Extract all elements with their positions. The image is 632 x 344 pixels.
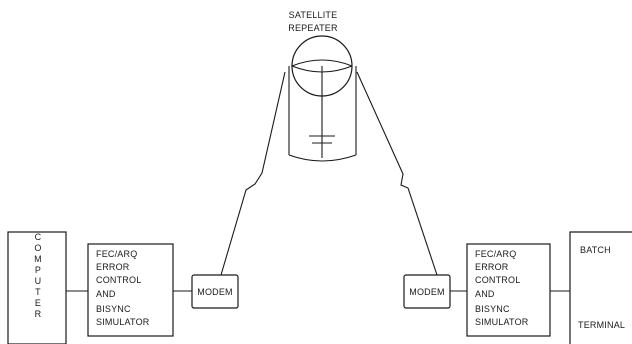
computer-letter: T	[35, 287, 41, 297]
batch-terminal: BATCH TERMINAL	[570, 232, 632, 344]
modem-left-label: MODEM	[197, 287, 233, 297]
fec-right-line: AND	[475, 289, 495, 299]
satellite-title-line2: REPEATER	[288, 23, 338, 33]
computer-letter: P	[35, 265, 41, 275]
terminal-line2: TERMINAL	[578, 320, 625, 330]
modem-right: MODEM	[404, 275, 450, 308]
computer-letter: E	[35, 298, 41, 308]
fec-arq-right: FEC/ARQ ERROR CONTROL AND BISYNC SIMULAT…	[467, 244, 550, 336]
fec-left-line: BISYNC	[96, 304, 131, 314]
satellite-dish-upper-arc	[292, 60, 352, 66]
computer-letter: U	[35, 276, 42, 286]
fec-right-line: CONTROL	[475, 275, 520, 285]
computer: C O M P U T E R	[8, 232, 66, 344]
satellite-repeater: SATELLITE REPEATER	[288, 10, 356, 161]
uplink-left	[221, 72, 285, 275]
computer-letter: M	[34, 254, 42, 264]
fec-left-line: SIMULATOR	[96, 317, 150, 327]
fec-right-line: FEC/ARQ	[475, 249, 516, 259]
fec-right-line: BISYNC	[475, 304, 510, 314]
fec-left-line: ERROR	[96, 262, 130, 272]
fec-arq-left: FEC/ARQ ERROR CONTROL AND BISYNC SIMULAT…	[88, 244, 173, 336]
fec-left-line: AND	[96, 289, 116, 299]
uplink-right	[357, 72, 437, 275]
modem-left: MODEM	[192, 275, 238, 308]
fec-right-line: ERROR	[475, 262, 509, 272]
fec-right-line: SIMULATOR	[475, 317, 529, 327]
terminal-line1: BATCH	[580, 245, 611, 255]
fec-left-line: CONTROL	[96, 275, 141, 285]
computer-letter: O	[34, 243, 41, 253]
computer-letter: R	[35, 309, 42, 319]
fec-left-line: FEC/ARQ	[96, 249, 137, 259]
satellite-title-line1: SATELLITE	[289, 10, 338, 20]
modem-right-label: MODEM	[409, 287, 445, 297]
computer-letter: C	[35, 232, 42, 242]
